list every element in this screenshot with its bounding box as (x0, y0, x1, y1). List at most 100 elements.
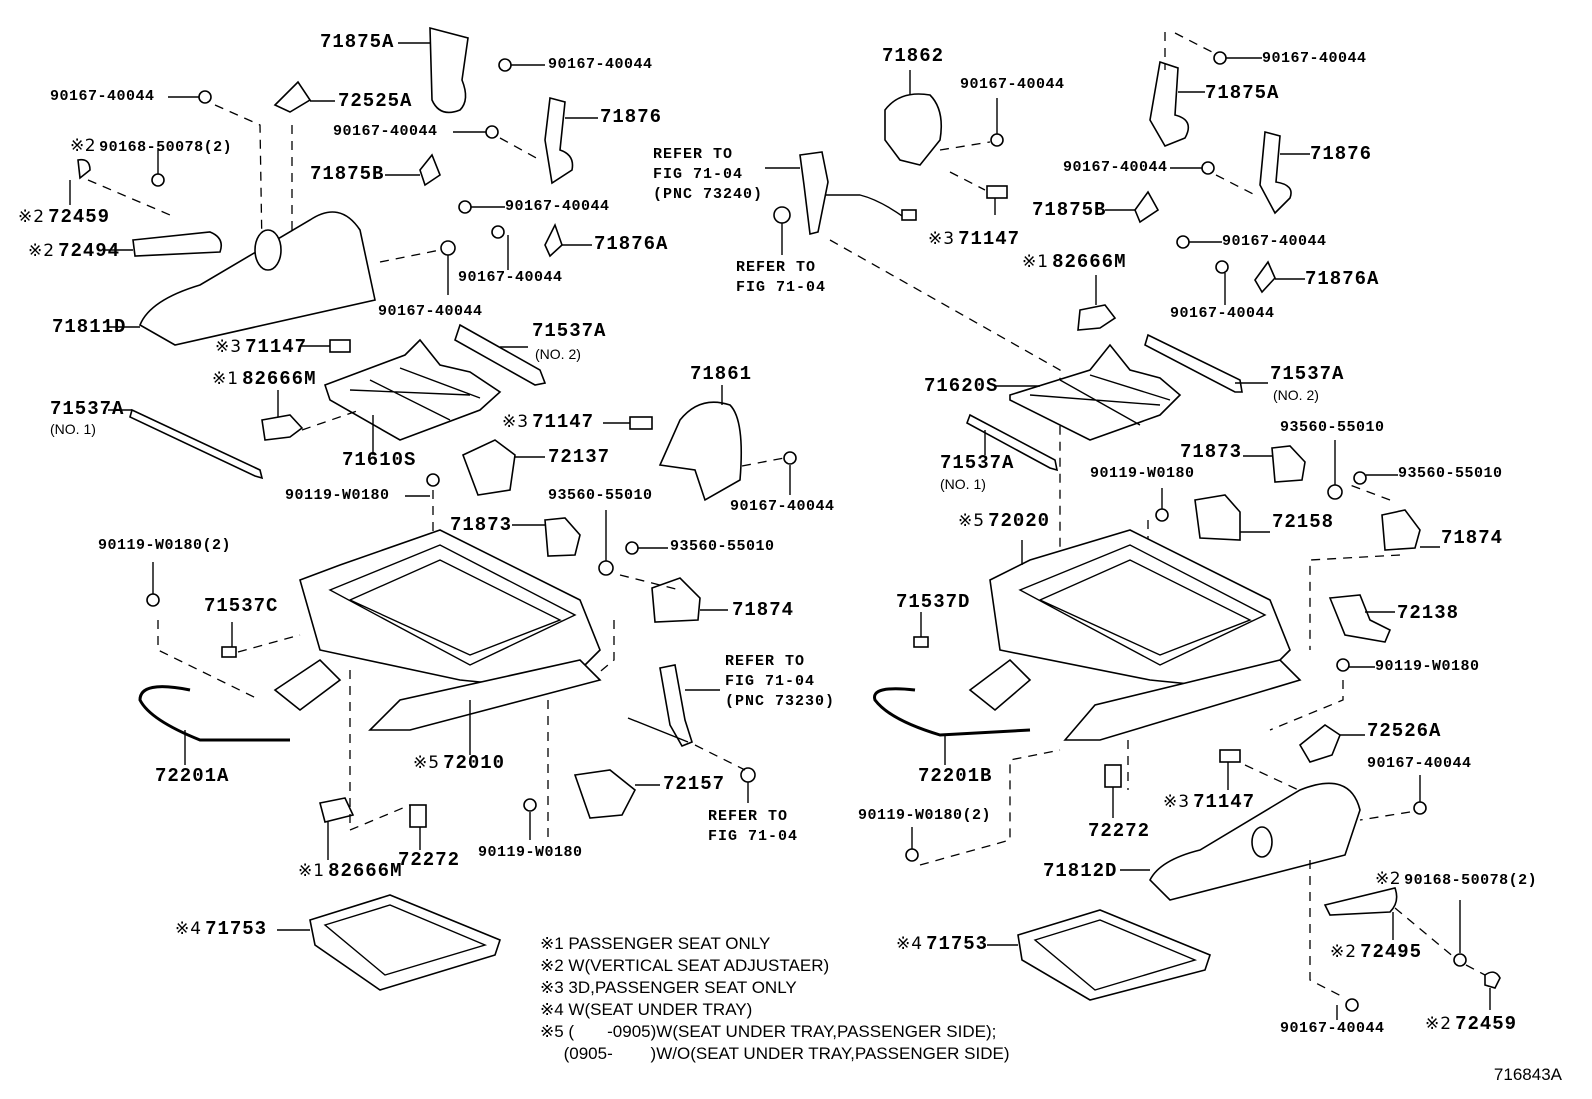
refer-to-note[interactable]: REFER TO FIG 71-04 (PNC 73230) (725, 653, 836, 710)
part-number: 72459 (1455, 1013, 1518, 1035)
part-label[interactable]: 71537A (50, 398, 125, 420)
part-label[interactable]: 93560-55010 (1398, 465, 1503, 482)
part-label[interactable]: 71876A (1305, 268, 1380, 290)
part-label[interactable]: 90167-40044 (378, 303, 483, 320)
part-label[interactable]: 90167-40044 (730, 498, 835, 515)
screw-icon (990, 133, 1004, 147)
refer-to-note[interactable]: REFER TO FIG 71-04 (708, 808, 799, 845)
screw-icon (598, 560, 614, 576)
part-label[interactable]: 71620S (924, 375, 999, 397)
part-label[interactable]: 90167-40044 (50, 88, 155, 105)
part-label[interactable]: 71875A (1205, 82, 1280, 104)
part-label[interactable]: 90119-W0180(2) (858, 807, 992, 824)
part-label[interactable]: 93560-55010 (548, 487, 653, 504)
note-marker: ※2 (1425, 1014, 1453, 1034)
part-label[interactable]: 72201B (918, 765, 993, 787)
part-label[interactable]: 71876 (1310, 143, 1373, 165)
part-label[interactable]: 72158 (1272, 511, 1335, 533)
part-label[interactable]: 72525A (338, 90, 413, 112)
part-71537a-no1 (966, 413, 1059, 472)
part-label[interactable]: 72272 (1088, 820, 1151, 842)
part-label[interactable]: 90167-40044 (505, 198, 610, 215)
part-number: 71875A (320, 31, 395, 53)
screw-icon (1413, 801, 1427, 815)
part-label[interactable]: 90119-W0180(2) (98, 537, 232, 554)
part-label[interactable]: 71876A (594, 233, 669, 255)
part-seat-belt-buckle (659, 664, 693, 748)
part-label[interactable]: 90119-W0180 (1090, 465, 1195, 482)
part-71876a (1254, 260, 1276, 294)
part-label[interactable]: 71811D (52, 316, 127, 338)
part-label[interactable]: 71537A (532, 320, 607, 342)
part-label[interactable]: 72137 (548, 446, 611, 468)
part-label[interactable]: 71812D (1043, 860, 1118, 882)
part-label[interactable]: 90167-40044 (960, 76, 1065, 93)
part-label[interactable]: 71875A (320, 33, 394, 52)
part-label[interactable]: 90119-W0180 (478, 844, 583, 861)
part-label[interactable]: 71537D (896, 591, 971, 613)
part-label[interactable]: 71874 (1441, 527, 1504, 549)
part-label[interactable]: 72526A (1367, 720, 1442, 742)
screw-icon (491, 225, 505, 239)
part-label[interactable]: 71861 (690, 363, 753, 385)
part-label[interactable]: 90167-40044 (458, 269, 563, 286)
part-label[interactable]: 90119-W0180 (285, 487, 390, 504)
part-72459 (1484, 971, 1501, 989)
part-label[interactable]: 71862 (882, 45, 945, 67)
bolt-icon (146, 593, 160, 607)
part-label[interactable]: 90167-40044 (1280, 1020, 1385, 1037)
part-label[interactable]: 71875B (1032, 199, 1107, 221)
part-label[interactable]: 72157 (663, 773, 726, 795)
part-label[interactable]: 71876 (600, 106, 663, 128)
part-sublabel: (NO. 1) (50, 421, 96, 437)
part-label[interactable]: 71537C (204, 595, 279, 617)
part-label[interactable]: 90167-40044 (1170, 305, 1275, 322)
part-label[interactable]: 72272 (398, 849, 461, 871)
part-label[interactable]: 90167-40044 (548, 56, 653, 73)
part-label[interactable]: 90167-40044 (1063, 159, 1168, 176)
part-label[interactable]: 71610S (342, 449, 417, 471)
part-label[interactable]: 93560-55010 (670, 538, 775, 555)
note-marker: ※2 (1330, 942, 1358, 962)
part-sublabel: (NO. 2) (535, 346, 581, 362)
part-number: 82666M (242, 368, 317, 390)
part-label[interactable]: 90167-40044 (333, 123, 438, 140)
part-label[interactable]: 90119-W0180 (1375, 658, 1480, 675)
part-label[interactable]: 71875B (310, 163, 385, 185)
part-label[interactable]: 90167-40044 (1262, 50, 1367, 67)
part-72272 (1104, 764, 1122, 788)
part-label[interactable]: 72201A (155, 765, 230, 787)
part-number: 82666M (328, 860, 403, 882)
part-label[interactable]: 71874 (732, 599, 795, 621)
refer-to-note[interactable]: REFER TO FIG 71-04 (736, 259, 827, 296)
part-label[interactable]: 71537A (940, 452, 1015, 474)
part-71610s (323, 338, 502, 441)
part-label[interactable]: 90167-40044 (1367, 755, 1472, 772)
part-label[interactable]: 72138 (1397, 602, 1460, 624)
part-label[interactable]: 90167-40044 (1222, 233, 1327, 250)
bolt-icon (1155, 508, 1169, 522)
part-label[interactable]: 71873 (1180, 441, 1243, 463)
part-label[interactable]: 93560-55010 (1280, 419, 1385, 436)
refer-to-note[interactable]: REFER TO FIG 71-04 (PNC 73240) (653, 146, 764, 203)
part-label[interactable]: 71537A (1270, 363, 1345, 385)
footnote: ※4 W(SEAT UNDER TRAY) (540, 1000, 753, 1019)
part-label[interactable]: 71873 (450, 514, 513, 536)
